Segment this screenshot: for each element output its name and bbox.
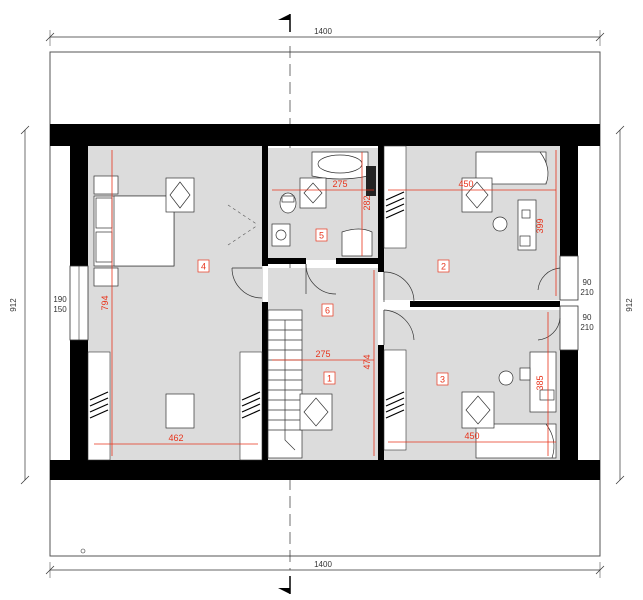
walls bbox=[50, 124, 600, 480]
bath-dark-fixture bbox=[366, 166, 376, 196]
dim-room5-width: 275 bbox=[332, 179, 347, 189]
window-right-2: 90 210 bbox=[559, 305, 594, 351]
top-dimension-label: 1400 bbox=[314, 27, 332, 36]
window-left-label-b: 150 bbox=[53, 305, 67, 314]
desk-room2 bbox=[492, 199, 537, 251]
roof-window-hall bbox=[299, 393, 333, 431]
skylights bbox=[87, 145, 407, 461]
drain-marker bbox=[80, 548, 86, 554]
bathtub bbox=[311, 151, 369, 180]
door-room2 bbox=[383, 271, 415, 303]
roof-window-room2 bbox=[461, 177, 493, 213]
hatch-dashed-room4 bbox=[227, 204, 259, 246]
sink bbox=[271, 223, 291, 247]
roof-window-bath bbox=[299, 177, 327, 209]
bed-room3 bbox=[475, 423, 557, 459]
skylight-hatches bbox=[89, 191, 405, 419]
room-number-1-label: 1 bbox=[327, 374, 332, 384]
window-left-label-a: 190 bbox=[53, 295, 67, 304]
window-swings bbox=[537, 267, 561, 341]
roof-outline bbox=[49, 51, 601, 557]
dim-room5-height: 282 bbox=[362, 195, 372, 210]
room-number-6: 6 bbox=[321, 303, 334, 317]
room-number-5-label: 5 bbox=[319, 231, 324, 241]
dim-room2-height: 399 bbox=[535, 218, 545, 233]
window-left: 190 150 bbox=[53, 265, 89, 341]
window-right-2-label-a: 90 bbox=[583, 313, 592, 322]
door-room6 bbox=[305, 263, 337, 295]
window-right-1-label-b: 210 bbox=[580, 288, 594, 297]
dim-room1-height: 474 bbox=[362, 354, 372, 369]
door-room3 bbox=[383, 309, 415, 345]
bottom-dimension-label: 1400 bbox=[314, 560, 332, 569]
room-number-3: 3 bbox=[436, 372, 449, 386]
window-right-1: 90 210 bbox=[559, 255, 594, 301]
section-marker-top bbox=[278, 14, 291, 32]
window-right-1-label-a: 90 bbox=[583, 278, 592, 287]
window-right-2-label-b: 210 bbox=[580, 323, 594, 332]
room-number-4: 4 bbox=[197, 259, 210, 273]
dim-room3-width: 450 bbox=[464, 431, 479, 441]
room-number-4-label: 4 bbox=[201, 262, 206, 272]
roof-window-room4 bbox=[165, 177, 195, 429]
left-dimension: 912 bbox=[9, 125, 30, 485]
room-number-1: 1 bbox=[323, 371, 336, 385]
right-dimension: 912 bbox=[615, 125, 634, 485]
room-number-3-label: 3 bbox=[440, 375, 445, 385]
desk-room3 bbox=[498, 351, 557, 413]
room-number-5: 5 bbox=[315, 228, 328, 242]
staircase bbox=[267, 309, 303, 459]
dim-room2-width: 450 bbox=[458, 179, 473, 189]
roof-window-room3 bbox=[461, 391, 495, 429]
top-dimension: 1400 bbox=[45, 27, 605, 46]
room-number-6-label: 6 bbox=[325, 306, 330, 316]
dim-room1-width: 275 bbox=[315, 349, 330, 359]
toilet bbox=[279, 192, 297, 214]
red-dimensions bbox=[94, 150, 557, 456]
dim-room4-height: 794 bbox=[100, 295, 110, 310]
section-marker-bottom bbox=[278, 576, 291, 594]
dim-room3-height: 385 bbox=[535, 375, 545, 390]
left-dimension-label: 912 bbox=[9, 298, 18, 312]
door-room4 bbox=[231, 267, 263, 299]
room-number-2: 2 bbox=[437, 259, 450, 273]
shower bbox=[341, 228, 373, 257]
room-number-2-label: 2 bbox=[441, 262, 446, 272]
right-dimension-label: 912 bbox=[625, 298, 634, 312]
dim-room4-width: 462 bbox=[168, 433, 183, 443]
bottom-dimension: 1400 bbox=[45, 560, 605, 578]
